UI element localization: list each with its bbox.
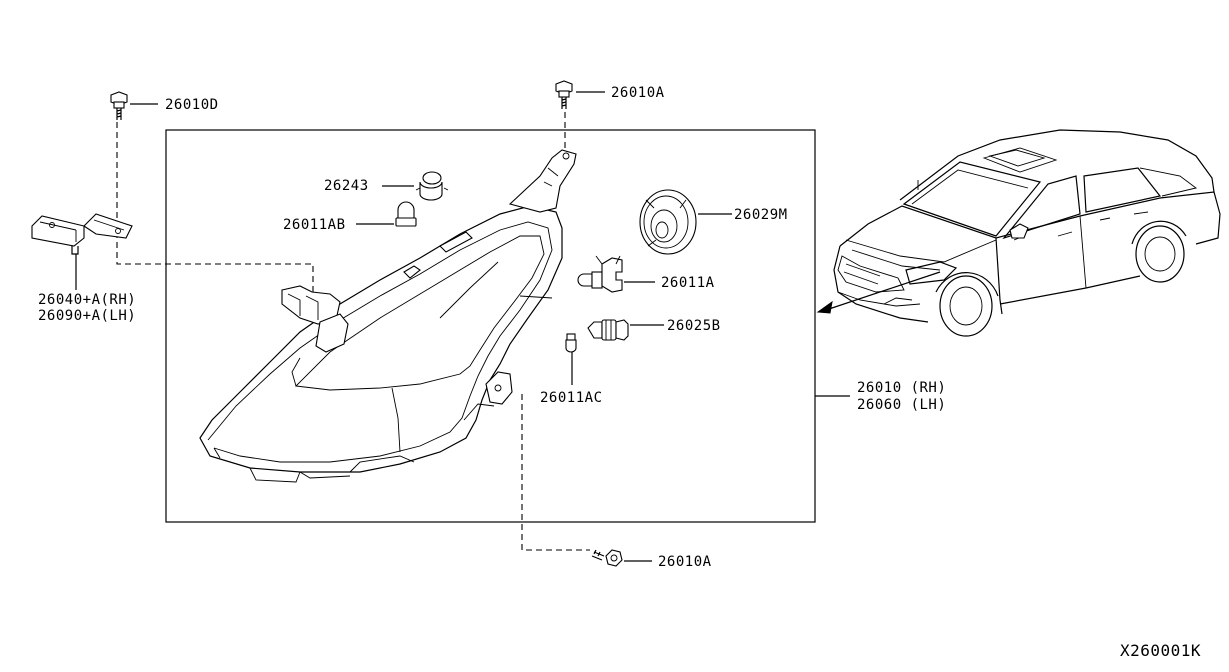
headlight-indicator-arrow (816, 271, 941, 314)
bolt-26010a-bottom[interactable] (591, 549, 623, 567)
label-26090: 26090+A(LH) (38, 308, 136, 324)
headlamp-assembly[interactable] (199, 149, 577, 483)
bolt-26010d[interactable] (110, 91, 128, 120)
car-illustration (833, 129, 1221, 337)
label-26029m: 26029M (734, 207, 788, 223)
label-26011ac: 26011AC (540, 390, 603, 406)
label-26040: 26040+A(RH) (38, 292, 136, 308)
label-26010a-bottom: 26010A (658, 554, 712, 570)
label-26010a-top: 26010A (611, 85, 665, 101)
cap-26029m[interactable] (639, 189, 697, 255)
label-26010d: 26010D (165, 97, 219, 113)
label-26011a: 26011A (661, 275, 715, 291)
label-26011ab: 26011AB (283, 217, 346, 233)
label-26243: 26243 (324, 178, 369, 194)
label-26060-lh: 26060 (LH) (857, 397, 946, 413)
bulb-26011ac[interactable] (565, 333, 577, 353)
label-26025b: 26025B (667, 318, 721, 334)
bulb-holder-26243[interactable] (415, 171, 449, 201)
bulb-26011ab[interactable] (395, 201, 417, 227)
bulb-26011a[interactable] (577, 255, 623, 293)
diagram-code: X260001K (1120, 641, 1201, 660)
label-26010-rh: 26010 (RH) (857, 380, 946, 396)
socket-26025b[interactable] (587, 319, 629, 341)
assembly-frame (165, 129, 816, 523)
bolt-26010a-top[interactable] (555, 80, 573, 109)
bracket-part[interactable] (31, 213, 133, 255)
